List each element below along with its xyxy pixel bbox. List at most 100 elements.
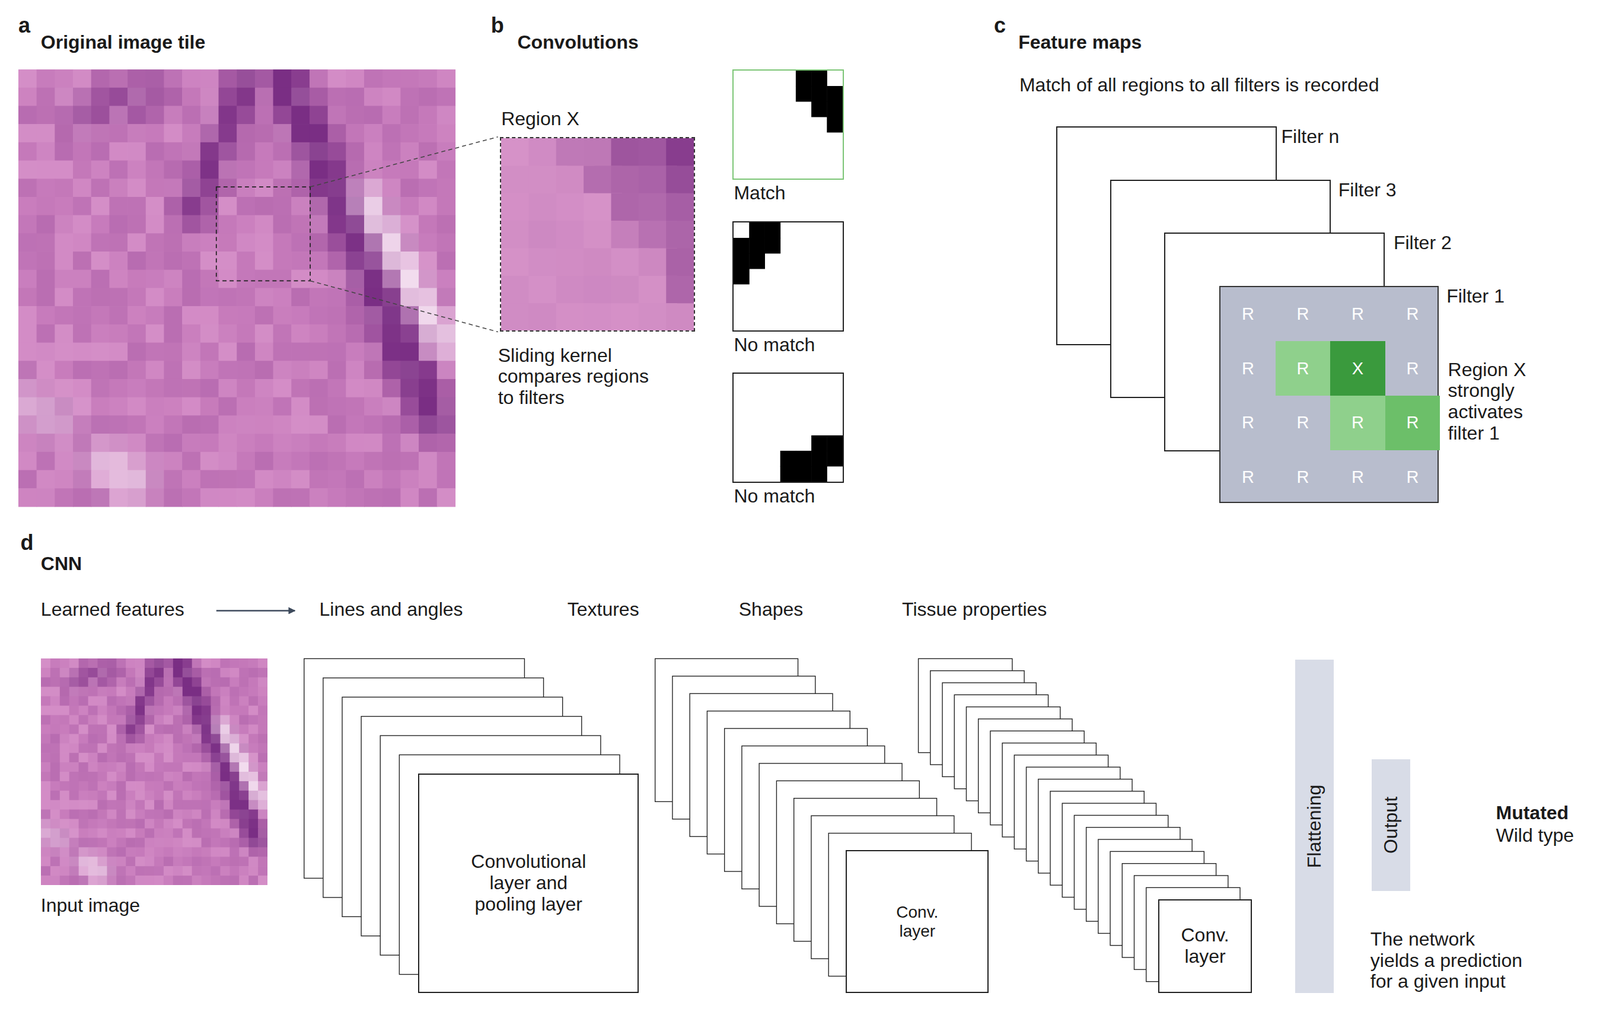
pixel bbox=[125, 677, 136, 688]
pixel bbox=[400, 123, 419, 143]
pixel bbox=[87, 781, 98, 792]
pixel bbox=[229, 790, 240, 801]
pixel bbox=[238, 808, 250, 819]
pixel bbox=[106, 743, 117, 754]
pixel bbox=[257, 771, 268, 782]
pixel bbox=[382, 178, 401, 197]
pixel bbox=[200, 123, 219, 143]
pixel bbox=[210, 714, 221, 725]
pixel bbox=[309, 378, 328, 398]
pixel bbox=[437, 488, 456, 507]
pixel bbox=[345, 215, 365, 234]
pixel bbox=[665, 303, 694, 331]
pixel bbox=[116, 827, 127, 838]
pixel bbox=[309, 123, 328, 143]
pixel bbox=[364, 469, 383, 489]
pixel bbox=[163, 752, 174, 763]
pixel bbox=[309, 105, 328, 124]
pixel bbox=[382, 160, 401, 180]
pixel bbox=[145, 69, 165, 88]
pixel bbox=[50, 762, 61, 773]
pixel bbox=[109, 397, 128, 416]
pixel bbox=[144, 790, 155, 801]
pixel bbox=[59, 762, 70, 773]
pixel bbox=[173, 818, 184, 829]
pixel bbox=[163, 724, 174, 735]
pixel bbox=[173, 800, 184, 811]
pixel bbox=[144, 865, 155, 876]
pixel bbox=[163, 714, 174, 725]
pixel bbox=[418, 215, 438, 234]
pixel bbox=[418, 87, 438, 107]
pixel bbox=[257, 686, 268, 697]
pixel bbox=[210, 705, 221, 716]
pixel bbox=[255, 324, 274, 343]
pixel bbox=[144, 714, 155, 725]
pixel bbox=[273, 142, 292, 161]
pixel bbox=[36, 451, 56, 471]
pixel bbox=[257, 714, 268, 725]
pixel bbox=[173, 790, 184, 801]
pixel bbox=[91, 306, 110, 325]
pixel bbox=[173, 705, 184, 716]
pixel bbox=[248, 695, 259, 706]
pixel bbox=[364, 324, 383, 343]
pixel bbox=[327, 360, 347, 379]
pixel bbox=[59, 781, 70, 792]
pixel bbox=[36, 433, 56, 452]
pixel bbox=[229, 733, 240, 744]
pixel bbox=[154, 733, 165, 744]
pixel bbox=[257, 808, 268, 819]
pixel bbox=[109, 87, 128, 107]
pixel bbox=[87, 762, 98, 773]
pixel-image bbox=[733, 222, 843, 331]
pixel bbox=[59, 856, 70, 867]
pixel bbox=[78, 837, 89, 848]
pixel bbox=[163, 342, 183, 362]
pixel bbox=[106, 752, 117, 763]
node-label: R bbox=[1351, 466, 1364, 488]
pixel bbox=[400, 397, 419, 416]
pixel bbox=[173, 752, 184, 763]
pixel bbox=[437, 306, 456, 325]
pixel bbox=[36, 415, 56, 434]
pixel bbox=[437, 360, 456, 379]
pixel bbox=[59, 724, 70, 735]
pixel bbox=[106, 837, 117, 848]
pixel bbox=[236, 397, 256, 416]
pixel bbox=[238, 752, 250, 763]
pixel bbox=[59, 733, 70, 744]
pixel bbox=[163, 695, 174, 706]
node-label: Output bbox=[1379, 796, 1402, 854]
pixel bbox=[182, 397, 201, 416]
pixel bbox=[418, 123, 438, 143]
pixel bbox=[106, 846, 117, 857]
pixel bbox=[364, 142, 383, 161]
pixel bbox=[72, 160, 92, 180]
pixel bbox=[210, 800, 221, 811]
pixel bbox=[257, 818, 268, 829]
pixel bbox=[291, 105, 310, 124]
pixel bbox=[345, 415, 365, 434]
pixel bbox=[345, 287, 365, 307]
pixel bbox=[201, 790, 212, 801]
pixel bbox=[116, 865, 127, 876]
pixel bbox=[40, 875, 52, 885]
pixel bbox=[36, 397, 56, 416]
grid-cell: R bbox=[1275, 450, 1331, 505]
pixel bbox=[106, 705, 117, 716]
pixel bbox=[200, 433, 219, 452]
pixel bbox=[257, 733, 268, 744]
pixel bbox=[229, 695, 240, 706]
pixel bbox=[116, 724, 127, 735]
pixel bbox=[191, 818, 202, 829]
pixel bbox=[400, 433, 419, 452]
pixel bbox=[127, 306, 146, 325]
pixel bbox=[163, 451, 183, 471]
pixel bbox=[182, 360, 201, 379]
pixel bbox=[116, 714, 127, 725]
pixel bbox=[257, 846, 268, 857]
pixel bbox=[191, 743, 202, 754]
filter-pixel bbox=[749, 253, 766, 269]
pixel bbox=[87, 827, 98, 838]
